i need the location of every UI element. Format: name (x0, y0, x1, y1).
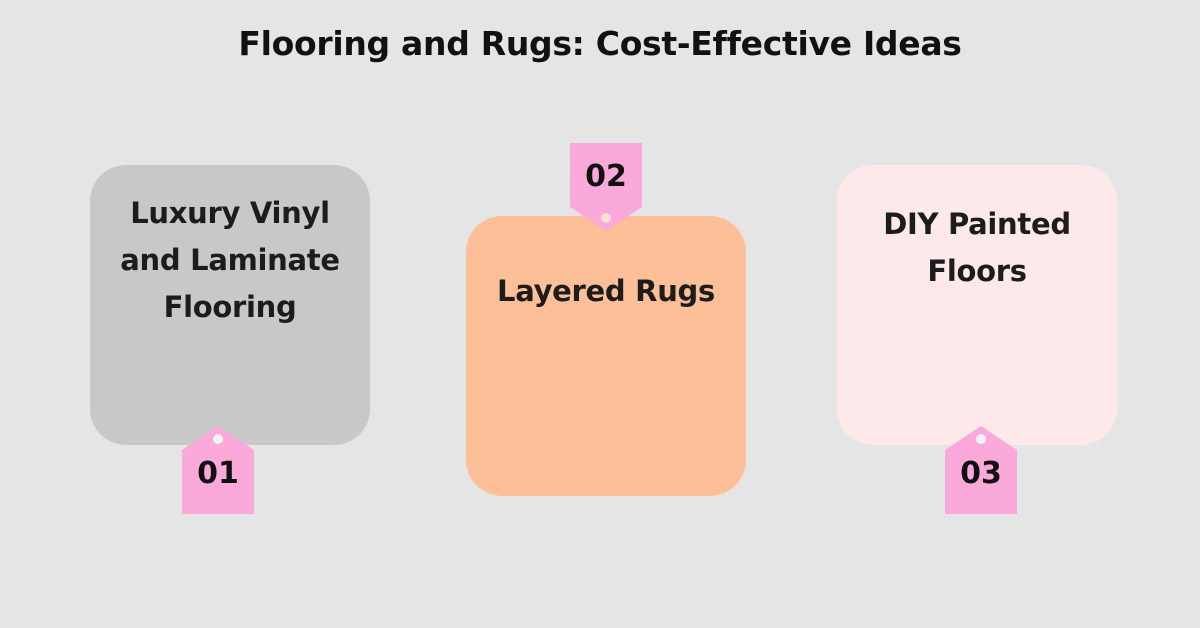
price-tag-icon (570, 143, 642, 231)
tag-number: 03 (960, 456, 1002, 491)
tag-number: 01 (197, 456, 239, 491)
idea-card-luxury-vinyl: Luxury Vinyl and Laminate Flooring (90, 165, 370, 445)
price-tag-icon (182, 426, 254, 514)
idea-card-label: DIY Painted Floors (883, 207, 1071, 288)
idea-card-painted-floors: DIY Painted Floors (837, 165, 1117, 445)
number-tag-03: 03 (945, 426, 1017, 514)
number-tag-01: 01 (182, 426, 254, 514)
number-tag-02: 02 (570, 143, 642, 231)
page-title: Flooring and Rugs: Cost-Effective Ideas (238, 24, 962, 63)
idea-card-layered-rugs: Layered Rugs (466, 216, 746, 496)
idea-card-label: Luxury Vinyl and Laminate Flooring (120, 196, 340, 324)
price-tag-icon (945, 426, 1017, 514)
idea-card-label: Layered Rugs (497, 274, 715, 308)
tag-number: 02 (585, 159, 627, 194)
